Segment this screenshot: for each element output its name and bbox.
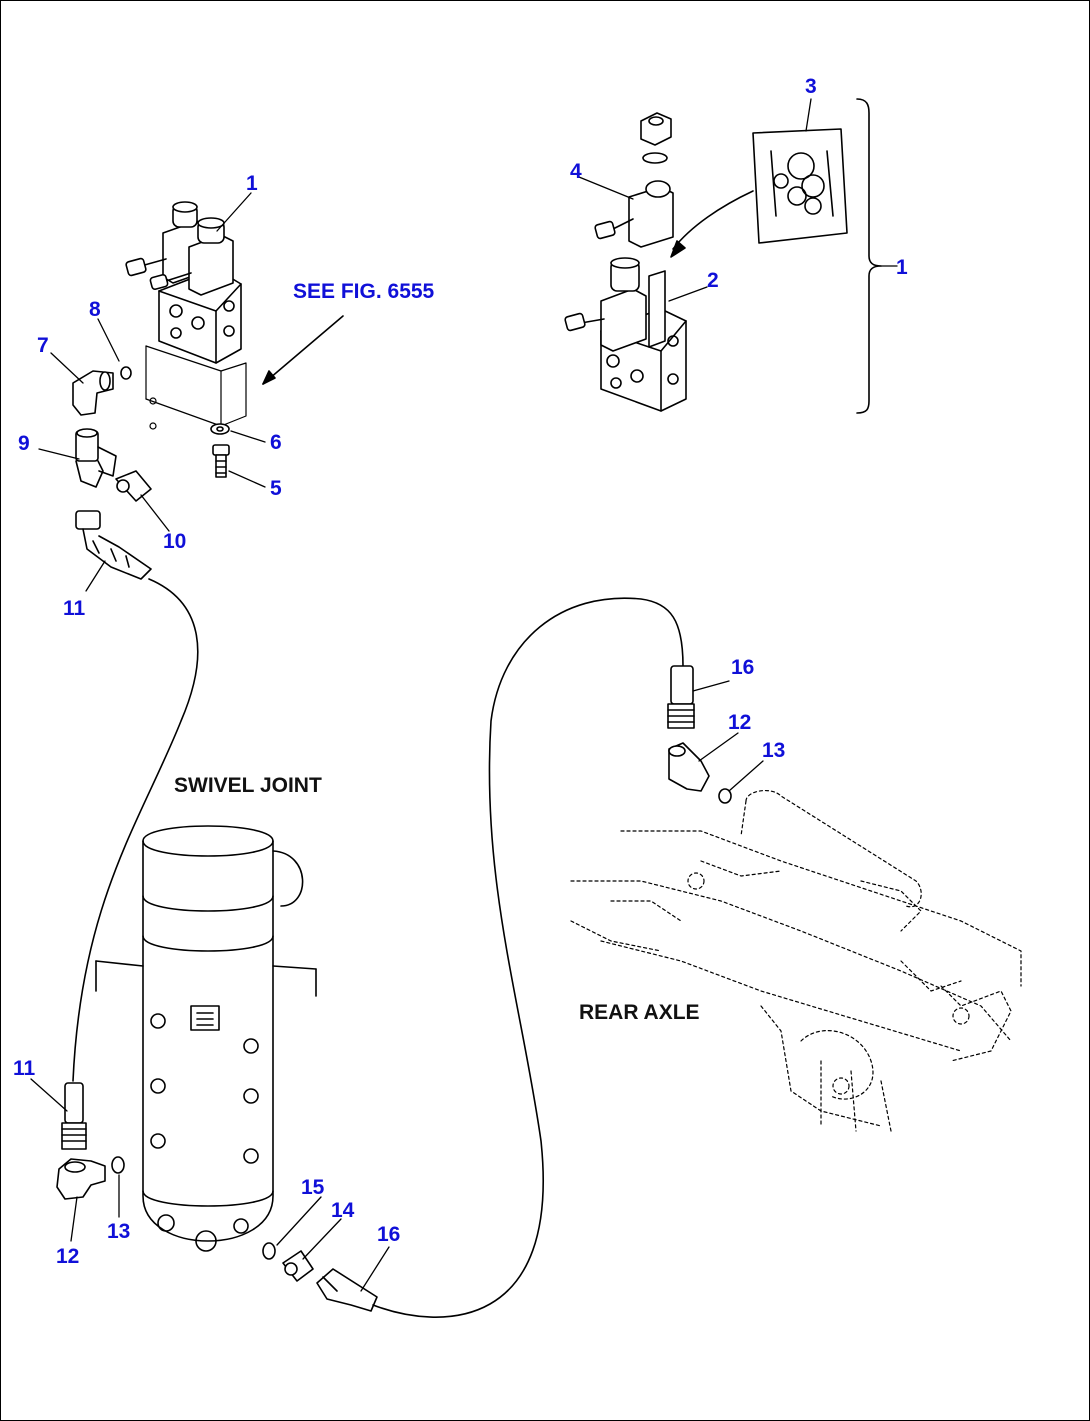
bolt-and-washer [210, 423, 230, 478]
callout-16-right: 16 [731, 656, 755, 679]
rear-axle-caption: REAR AXLE [579, 1001, 700, 1024]
callout-2: 2 [707, 269, 719, 292]
callout-5: 5 [270, 477, 282, 500]
sensor-10 [115, 470, 152, 502]
callout-10: 10 [163, 530, 187, 553]
fitting-16-bottom [316, 1268, 378, 1312]
callout-9: 9 [18, 432, 30, 455]
seal-kit-3 [670, 128, 848, 258]
callout-4: 4 [570, 160, 582, 183]
nut-and-oring [640, 112, 672, 164]
rear-axle [570, 789, 1022, 1132]
callout-3: 3 [805, 75, 817, 98]
callout-6: 6 [270, 431, 282, 454]
callout-13-right: 13 [762, 739, 786, 762]
oring-15 [262, 1242, 276, 1260]
callout-12-right: 12 [728, 711, 752, 734]
callout-14: 14 [331, 1199, 355, 1222]
mounting-bracket [145, 345, 247, 430]
callout-1-bracket: 1 [896, 256, 908, 279]
elbow-fitting-7 [72, 366, 132, 416]
callout-15: 15 [301, 1176, 325, 1199]
elbow-fitting-12-right [668, 742, 732, 804]
solenoid-valve-assembly [125, 201, 242, 364]
callout-16-bottom: 16 [377, 1223, 401, 1246]
callout-12-bottom: 12 [56, 1245, 80, 1268]
see-fig-reference: SEE FIG. 6555 [293, 280, 435, 303]
see-fig-leader [262, 315, 344, 385]
hose-11-bottom-fitting [61, 1082, 87, 1150]
callout-7: 7 [37, 334, 49, 357]
tee-fitting-9 [75, 428, 117, 488]
solenoid-coil-4 [594, 180, 674, 248]
hose-11-top-fitting [75, 510, 152, 580]
callout-11-bottom: 11 [13, 1057, 36, 1080]
callout-11-top: 11 [63, 597, 86, 620]
swivel-joint [95, 825, 317, 1252]
hose-line-left [72, 578, 199, 1082]
swivel-joint-caption: SWIVEL JOINT [174, 774, 322, 797]
valve-detail-2 [564, 257, 687, 412]
hose-line-right [372, 597, 684, 1318]
leader-lines [30, 98, 898, 1292]
sensor-14 [282, 1250, 314, 1282]
elbow-fitting-12-bottom [56, 1156, 125, 1200]
callout-1-top: 1 [246, 172, 258, 195]
fitting-16-right [667, 665, 695, 729]
callout-13-bottom: 13 [107, 1220, 131, 1243]
assembly-brace [856, 98, 882, 414]
callout-8: 8 [89, 298, 101, 321]
